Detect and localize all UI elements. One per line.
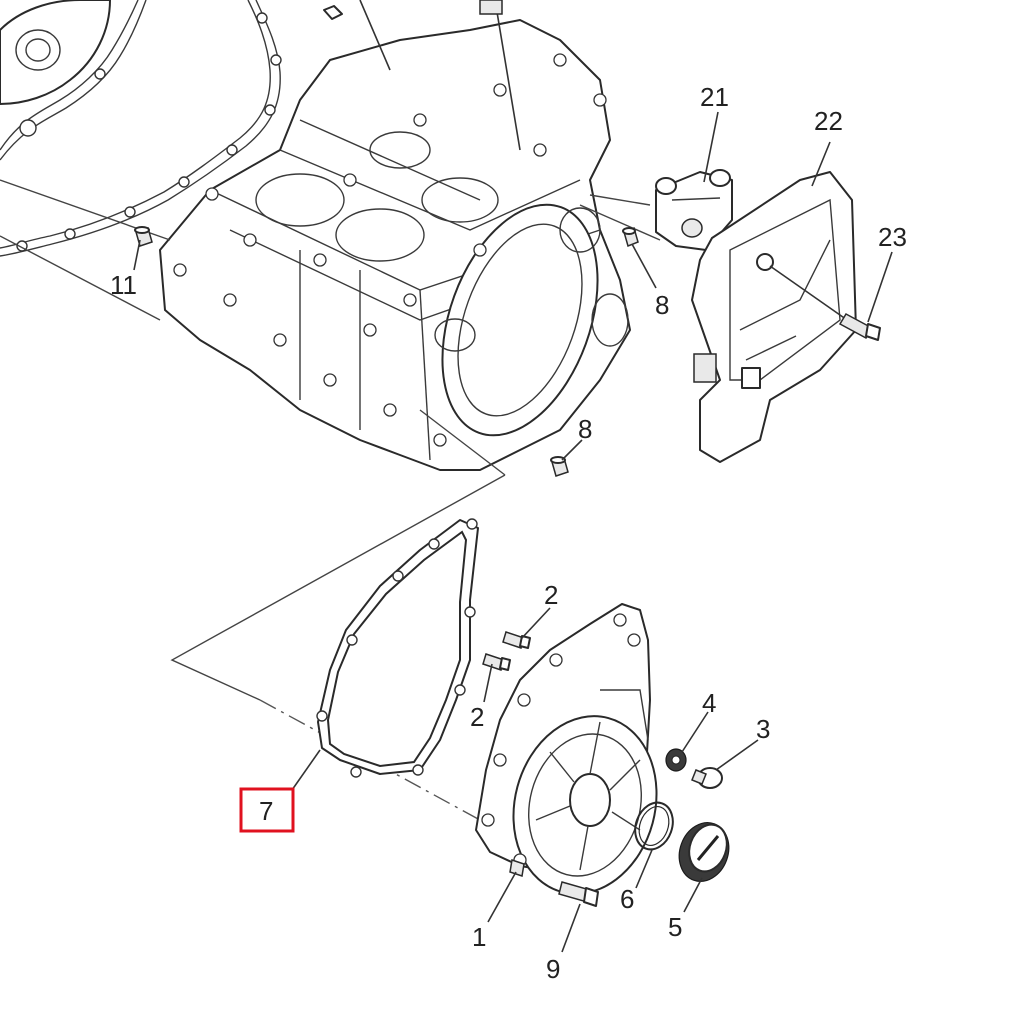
callout-21: 21: [700, 82, 729, 112]
callout-22: 22: [814, 106, 843, 136]
part-21-bracket: [655, 169, 733, 251]
callout-2-upper: 2: [544, 580, 558, 610]
callout-5: 5: [668, 912, 682, 942]
part-22-cover: [691, 171, 857, 463]
part-7-gasket: [316, 518, 479, 778]
part-2-bolts: [482, 631, 531, 671]
callout-8-upper: 8: [655, 290, 669, 320]
crankcase-block: [159, 0, 631, 471]
callout-9: 9: [546, 954, 560, 984]
callout-labels: 21 22 23 11 8 8 2 2 4 3 7 6 5 1 9: [110, 82, 907, 984]
callout-4: 4: [702, 688, 716, 718]
part-23-bolt: [769, 265, 881, 341]
callout-3: 3: [756, 714, 770, 744]
part-9-bolt: [558, 881, 599, 907]
callout-leaders: [133, 111, 893, 953]
crankcase-gasket-left: [0, 0, 282, 257]
part-6-o-ring: [634, 801, 674, 851]
callout-2-lower: 2: [470, 702, 484, 732]
highlight-box: [239, 787, 295, 833]
callout-1: 1: [472, 922, 486, 952]
callout-6: 6: [620, 884, 634, 914]
part-5-plug: [678, 822, 730, 882]
callout-7: 7: [259, 796, 273, 826]
callout-11: 11: [110, 270, 137, 300]
part-3-bolt: [691, 767, 723, 789]
callout-23: 23: [878, 222, 907, 252]
callout-8-lower: 8: [578, 414, 592, 444]
dowel-pins: [134, 226, 639, 477]
part-4-washer: [665, 748, 687, 772]
